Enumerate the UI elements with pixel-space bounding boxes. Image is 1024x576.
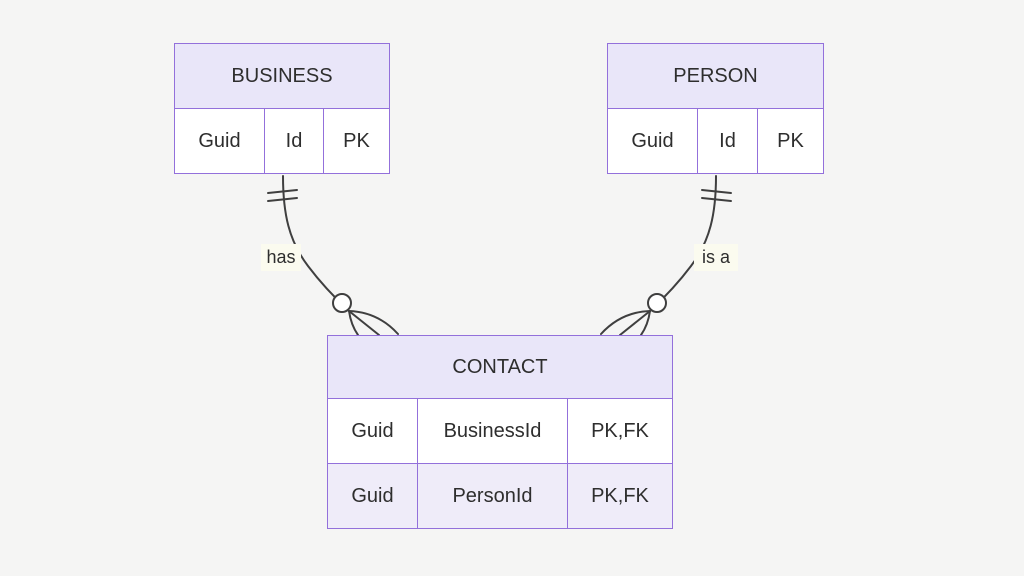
attribute-name: Id xyxy=(697,109,757,173)
relationship-label-has: has xyxy=(261,244,301,271)
entity-business-title: BUSINESS xyxy=(175,44,389,109)
attribute-type: Guid xyxy=(351,419,394,442)
crowsfoot-left-prong-person-contact xyxy=(600,310,651,335)
crowsfoot-right-prong-person-contact xyxy=(640,310,651,336)
entity-person-attribute-row: Guid Id PK xyxy=(608,109,823,173)
entity-contact-attribute-row: Guid BusinessId PK,FK xyxy=(328,399,672,463)
entity-contact-attribute-row: Guid PersonId PK,FK xyxy=(328,463,672,528)
entity-contact: CONTACT Guid BusinessId PK,FK Guid Perso… xyxy=(327,335,673,529)
attribute-type: Guid xyxy=(198,129,241,152)
attribute-name: BusinessId xyxy=(417,399,567,463)
attribute-keys: PK xyxy=(323,109,389,173)
attribute-type: Guid xyxy=(631,129,674,152)
crowsfoot-middle-prong-person-contact xyxy=(619,310,651,336)
attribute-name: PersonId xyxy=(417,464,567,528)
entity-contact-title: CONTACT xyxy=(328,336,672,399)
entity-business: BUSINESS Guid Id PK xyxy=(174,43,390,174)
attribute-name: Id xyxy=(264,109,323,173)
cardinality-zero-circle-contact-left xyxy=(332,293,352,313)
entity-person-title: PERSON xyxy=(608,44,823,109)
crowsfoot-right-prong-business-contact xyxy=(348,310,399,335)
attribute-type: Guid xyxy=(351,484,394,507)
attribute-keys: PK xyxy=(757,109,823,173)
attribute-keys: PK,FK xyxy=(567,399,672,463)
entity-person: PERSON Guid Id PK xyxy=(607,43,824,174)
attribute-keys: PK,FK xyxy=(567,464,672,528)
entity-business-attribute-row: Guid Id PK xyxy=(175,109,389,173)
cardinality-zero-circle-contact-right xyxy=(647,293,667,313)
cardinality-exactly-one-marker-person xyxy=(701,189,732,202)
crowsfoot-left-prong-business-contact xyxy=(348,310,359,336)
cardinality-exactly-one-marker-business xyxy=(267,189,298,202)
crowsfoot-middle-prong-business-contact xyxy=(348,310,380,336)
relationship-label-is-a: is a xyxy=(694,244,738,271)
